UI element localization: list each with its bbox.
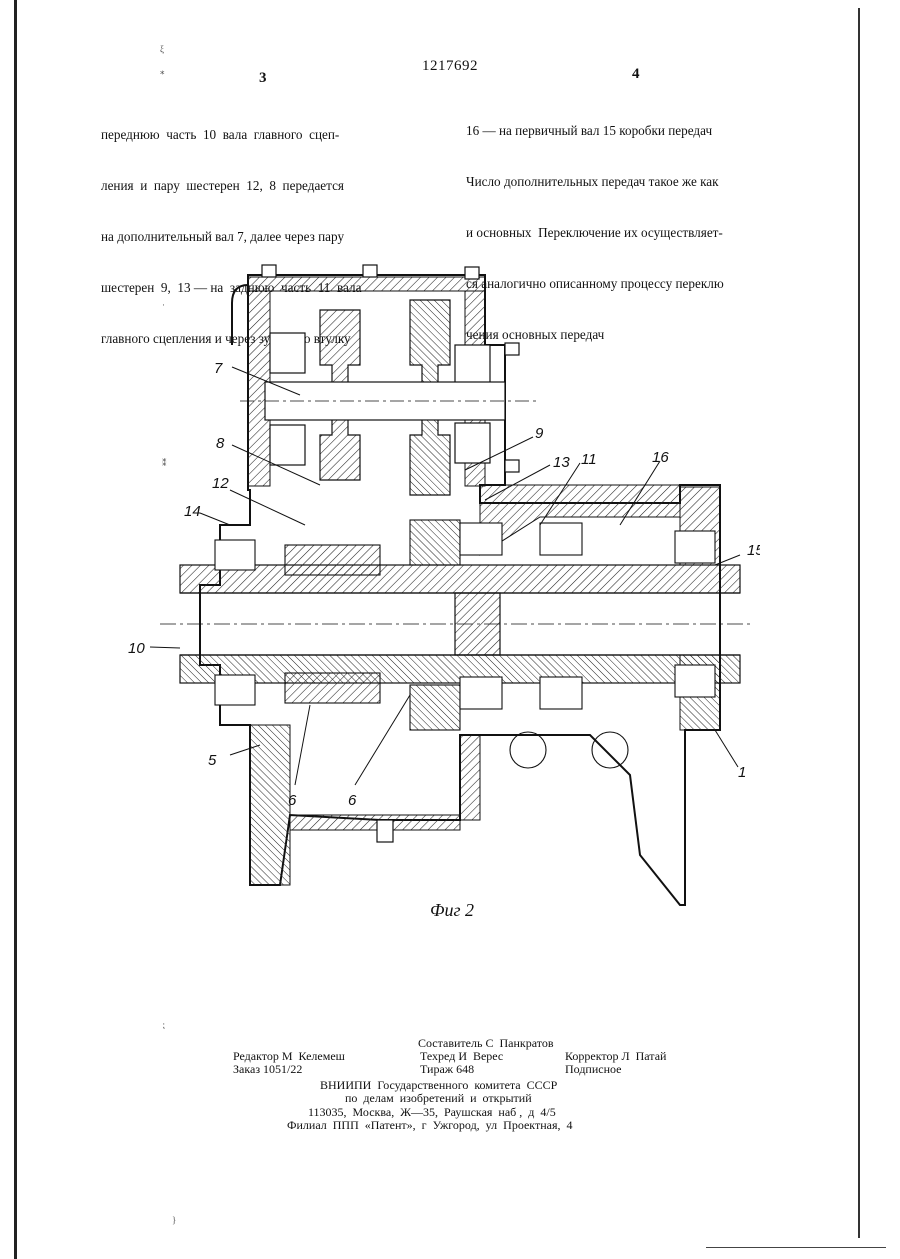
callout-label: 13 <box>553 454 570 471</box>
left-column-number: 3 <box>259 70 267 87</box>
footer-branch: Филиал ППП «Патент», г Ужгород, ул Проек… <box>287 1119 572 1132</box>
callout-label: 9 <box>535 425 544 442</box>
text-line: Число дополнительных передач такое же ка… <box>466 173 724 190</box>
footer-org-line1: ВНИИПИ Государственного комитета СССР <box>320 1079 557 1092</box>
callout-label: 16 <box>652 449 669 466</box>
margin-speck: ξ <box>160 44 164 54</box>
footer-compiler: Составитель С Панкратов <box>418 1037 553 1050</box>
patent-number: 1217692 <box>422 58 478 75</box>
footer-order: Заказ 1051/22 <box>233 1063 302 1076</box>
text-line: 16 — на первичный вал 15 коробки передач <box>466 122 724 139</box>
callout-label: 14 <box>184 503 201 520</box>
footer-techred: Техред И Верес <box>420 1050 503 1063</box>
footer-subscription: Подписное <box>565 1063 622 1076</box>
scan-left-edge <box>14 0 17 1259</box>
callout-label: 6 <box>348 792 357 809</box>
callout-label: 6 <box>288 792 297 809</box>
callout-label: 5 <box>208 752 217 769</box>
auxiliary-shaft <box>240 382 540 420</box>
callout-label: 8 <box>216 435 225 452</box>
margin-speck: } <box>172 1215 176 1225</box>
scan-right-edge <box>858 8 860 1238</box>
callout-label: 1 <box>738 764 746 781</box>
scan-bottom-rule <box>706 1247 886 1248</box>
footer-corrector: Корректор Л Патай <box>565 1050 666 1063</box>
text-line: ления и пару шестерен 12, 8 передается <box>101 177 361 194</box>
callout-label: 15 <box>747 542 760 559</box>
text-line: и основных Переключение их осуществляет- <box>466 224 724 241</box>
figure-caption: Фиг 2 <box>430 900 474 921</box>
margin-speck: ⁏ <box>162 1020 165 1031</box>
right-column-number: 4 <box>632 66 640 83</box>
text-line: переднюю часть 10 вала главного сцеп- <box>101 126 361 143</box>
footer-circulation: Тираж 648 <box>420 1063 474 1076</box>
footer-org-line2: по делам изобретений и открытий <box>345 1092 532 1105</box>
callout-label: 11 <box>581 451 597 468</box>
margin-speck: ⁎ <box>160 66 165 77</box>
main-shaft <box>160 565 750 683</box>
callout-label: 12 <box>212 475 229 492</box>
callout-label: 7 <box>214 360 223 377</box>
footer-editor: Редактор М Келемеш <box>233 1050 345 1063</box>
gearbox-cross-section-drawing: 7 8 9 13 11 16 12 14 15 10 5 6 6 1 <box>120 255 760 920</box>
footer-address: 113035, Москва, Ж—35, Раушская наб , д 4… <box>308 1106 556 1119</box>
callout-label: 10 <box>128 640 145 657</box>
text-line: на дополнительный вал 7, далее через пар… <box>101 228 361 245</box>
